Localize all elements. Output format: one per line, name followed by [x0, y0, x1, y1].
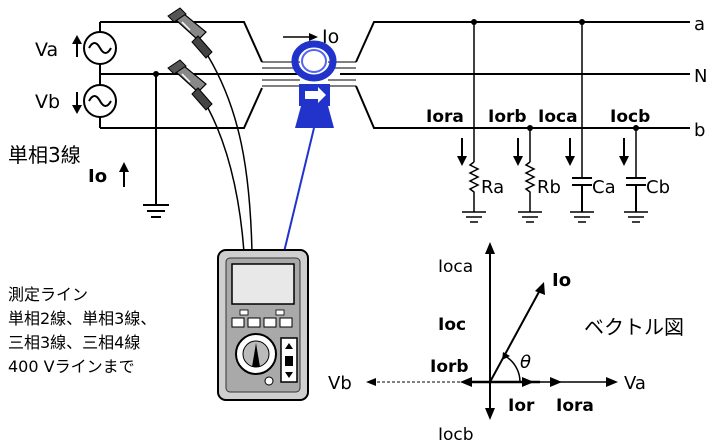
vec-label-theta: θ	[520, 352, 531, 373]
label-system: 単相3線	[8, 143, 81, 167]
label-va: Va	[35, 39, 58, 61]
wire-b-right	[355, 85, 690, 129]
device-key	[263, 317, 277, 328]
measure-title: 測定ライン	[8, 285, 88, 304]
vec-label-vb: Vb	[328, 373, 352, 394]
sine-icon	[88, 42, 112, 54]
arrow-io-icon	[535, 282, 545, 295]
wire-b-left	[100, 87, 263, 129]
branch-grounds	[462, 211, 648, 223]
arrow-right-icon	[606, 377, 618, 387]
vec-label-ior: Ior	[508, 396, 535, 416]
label-ra: Ra	[481, 177, 504, 198]
arrow-up-icon	[119, 162, 129, 187]
capacitor-cb	[626, 177, 646, 212]
test-clip-a	[167, 7, 213, 59]
device-key	[231, 317, 245, 328]
label-vb: Vb	[35, 91, 60, 113]
wire-a-left	[100, 21, 263, 63]
clamp-cable	[283, 127, 315, 253]
label-ioca: Ioca	[538, 107, 578, 127]
arrow-down-icon	[513, 138, 523, 166]
measure-line-3: 400 Vラインまで	[8, 357, 135, 376]
arrow-down-icon	[565, 138, 575, 166]
resistor-ra	[468, 161, 480, 212]
vector-diagram	[366, 242, 618, 420]
arrow-up-icon	[72, 35, 82, 57]
source-va	[83, 31, 117, 65]
measure-line-1: 単相2線、単相3線、	[8, 309, 156, 328]
vector-title: ベクトル図	[584, 315, 684, 339]
vec-label-ioca: Ioca	[438, 257, 473, 277]
label-wire-b: b	[694, 120, 705, 141]
label-wire-a: a	[694, 14, 705, 35]
lead-a	[207, 55, 253, 253]
lead-b	[207, 107, 245, 253]
wire-a-right	[355, 21, 690, 63]
label-cb: Cb	[646, 177, 670, 198]
branch-nodes	[471, 19, 639, 131]
device-key	[247, 317, 261, 328]
capacitor-ca	[572, 177, 592, 212]
vec-label-iora: Iora	[556, 396, 594, 416]
source-vb	[83, 84, 117, 118]
arrow-down-icon	[485, 408, 495, 420]
label-iora: Iora	[426, 107, 464, 127]
arrow-down-icon	[619, 138, 629, 166]
label-wire-n: N	[694, 66, 707, 87]
arrow-down-icon	[457, 138, 467, 166]
vec-label-ioc: Ioc	[438, 315, 466, 335]
sine-icon	[88, 95, 112, 107]
arrow-right-icon	[305, 87, 326, 103]
label-io-ground: Io	[88, 166, 107, 187]
clamp-sensor	[291, 40, 337, 128]
branches	[473, 22, 637, 178]
vec-label-iorb: Iorb	[430, 357, 469, 377]
vec-label-va: Va	[624, 373, 646, 394]
vec-label-iocb: Iocb	[438, 425, 474, 445]
label-iocb: Iocb	[610, 107, 650, 127]
label-rb: Rb	[537, 177, 561, 198]
label-io-top: Io	[322, 26, 339, 48]
device-key	[279, 317, 293, 328]
resistor-rb	[524, 161, 536, 212]
vec-label-io: Io	[552, 270, 571, 291]
ground-left	[143, 74, 169, 218]
label-ca: Ca	[592, 177, 616, 198]
arrow-left-icon	[366, 378, 376, 386]
arrow-down-icon	[72, 92, 82, 114]
tester-device	[217, 249, 309, 401]
measure-line-2: 三相3線、三相4線	[8, 333, 140, 352]
arrow-right-icon	[283, 33, 318, 41]
arrow-up-icon	[485, 242, 495, 254]
label-iorb: Iorb	[488, 107, 527, 127]
display-screen	[231, 263, 295, 305]
test-clip-b	[167, 59, 213, 111]
